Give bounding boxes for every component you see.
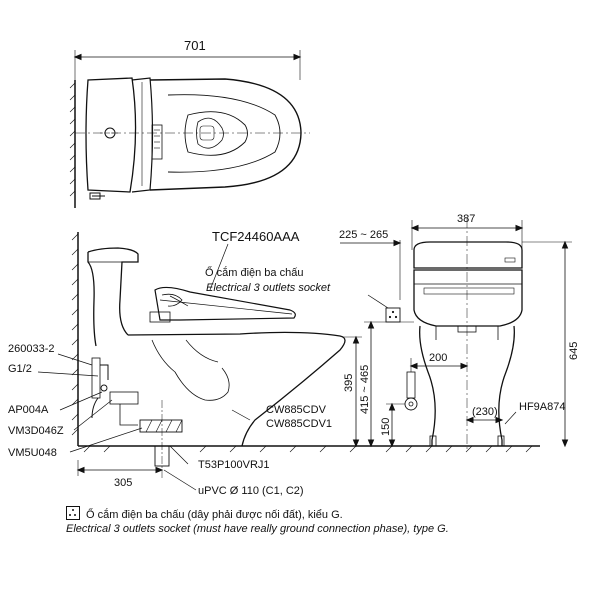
footnote-vn-text: Ổ cắm điện ba chấu (dây phải được nối đấ… (86, 509, 343, 521)
dim-200: 200 (429, 352, 447, 364)
dim-645: 645 (568, 342, 580, 360)
dim-225-265: 225 ~ 265 (339, 229, 388, 241)
label-260033: 260033-2 (8, 343, 55, 355)
label-upvc: uPVC Ø 110 (C1, C2) (198, 485, 304, 497)
label-ap004a: AP004A (8, 404, 49, 416)
side-view (37, 232, 401, 491)
footnote-vn: Ổ cắm điện ba chấu (dây phải được nối đấ… (66, 506, 343, 522)
dim-305: 305 (114, 477, 132, 489)
label-hf9a874: HF9A874 (519, 401, 565, 413)
dim-415-465: 415 ~ 465 (359, 365, 371, 414)
dim-395: 395 (343, 374, 355, 392)
socket-icon (66, 506, 80, 520)
label-socket-en: Electrical 3 outlets socket (206, 282, 331, 294)
label-socket-vn: Ổ cắm điện ba chấu (205, 266, 303, 279)
dim-387: 387 (457, 213, 475, 225)
label-seat-model: TCF24460AAA (212, 229, 300, 244)
label-t53p100: T53P100VRJ1 (198, 459, 270, 471)
dim-701: 701 (184, 38, 206, 53)
dim-230: (230) (472, 406, 498, 418)
front-view (340, 218, 572, 453)
top-view: 701 (69, 38, 310, 208)
footnote-en: Electrical 3 outlets socket (must have r… (66, 523, 449, 535)
label-g12: G1/2 (8, 363, 32, 375)
label-vm5u048: VM5U048 (8, 447, 57, 459)
dim-150: 150 (380, 418, 392, 436)
label-cw885cdv1: CW885CDV1 (266, 418, 332, 430)
label-vm3d046z: VM3D046Z (8, 425, 64, 437)
label-cw885cdv: CW885CDV (266, 404, 327, 416)
